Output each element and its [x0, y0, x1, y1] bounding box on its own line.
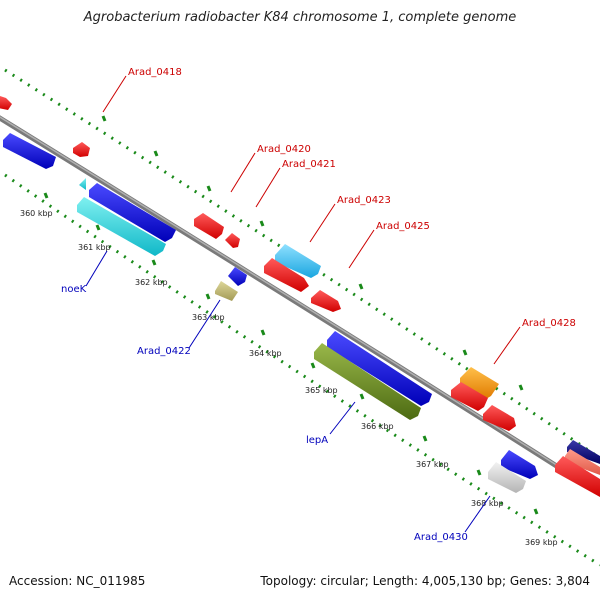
gene-noek[interactable]: [77, 197, 166, 256]
label-noek[interactable]: noeK: [61, 284, 87, 295]
tick-label-362: 362 kbp: [135, 278, 168, 287]
gene-arad-0432[interactable]: [567, 440, 600, 464]
gene-arad-0419[interactable]: [89, 183, 176, 242]
label-arad-0428[interactable]: Arad_0428: [522, 318, 576, 329]
reverse-tick-track: [4, 173, 600, 567]
label-arad-0425[interactable]: Arad_0425: [376, 221, 430, 232]
genome-summary-text: Topology: circular; Length: 4,005,130 bp…: [260, 574, 590, 588]
gene-arad-0430[interactable]: [488, 462, 526, 493]
label-lepa[interactable]: lepA: [306, 435, 328, 446]
tick-label-367: 367 kbp: [416, 460, 449, 469]
label-arad-0430[interactable]: Arad_0430: [414, 532, 468, 543]
gene-arad-0426[interactable]: [327, 331, 432, 406]
gene-arad-0422[interactable]: [215, 281, 238, 301]
gene-arad-0423[interactable]: [275, 244, 321, 278]
gene-arad-0418[interactable]: [73, 142, 90, 157]
gene-arad-0434[interactable]: [555, 456, 600, 497]
gene-arad-0417[interactable]: [0, 96, 12, 110]
gene-arad-0420[interactable]: [194, 213, 224, 239]
major-tick-marks: [43, 115, 539, 515]
gene-arad-0427[interactable]: [451, 382, 488, 411]
tick-label-364: 364 kbp: [249, 349, 282, 358]
label-arad-0420[interactable]: Arad_0420: [257, 144, 311, 155]
gene-arad-0421[interactable]: [225, 233, 240, 248]
label-leader-lines: [85, 75, 521, 533]
label-arad-0423[interactable]: Arad_0423: [337, 195, 391, 206]
gene-arad-0431[interactable]: [501, 450, 538, 479]
gene-arad-0428[interactable]: [460, 367, 499, 399]
gene-arad-0425[interactable]: [311, 290, 341, 312]
accession-text: Accession: NC_011985: [9, 574, 146, 588]
gene-small-cyan[interactable]: [79, 178, 86, 190]
map-title: Agrobacterium radiobacter K84 chromosome…: [83, 10, 517, 25]
chromosome-backbone-highlight: [0, 116, 600, 494]
label-arad-0418[interactable]: Arad_0418: [128, 67, 182, 78]
tick-label-368: 368 kbp: [471, 499, 504, 508]
tick-label-369: 369 kbp: [525, 538, 558, 547]
gene-lepa[interactable]: [314, 343, 421, 420]
gene-arad-0429[interactable]: [483, 405, 516, 431]
tick-label-360: 360 kbp: [20, 209, 53, 218]
label-arad-0421[interactable]: Arad_0421: [282, 159, 336, 170]
tick-label-365: 365 kbp: [305, 386, 338, 395]
chromosome-backbone: [0, 115, 600, 497]
gene-reverse-left[interactable]: [3, 133, 56, 169]
reverse-genes: [3, 133, 538, 493]
forward-genes: [0, 96, 600, 497]
gene-arad-0424[interactable]: [264, 258, 309, 292]
gene-arad-0433[interactable]: [565, 449, 600, 475]
tick-label-361: 361 kbp: [78, 243, 111, 252]
tick-label-366: 366 kbp: [361, 422, 394, 431]
gene-small-blue[interactable]: [228, 267, 247, 286]
label-arad-0422[interactable]: Arad_0422: [137, 346, 191, 357]
